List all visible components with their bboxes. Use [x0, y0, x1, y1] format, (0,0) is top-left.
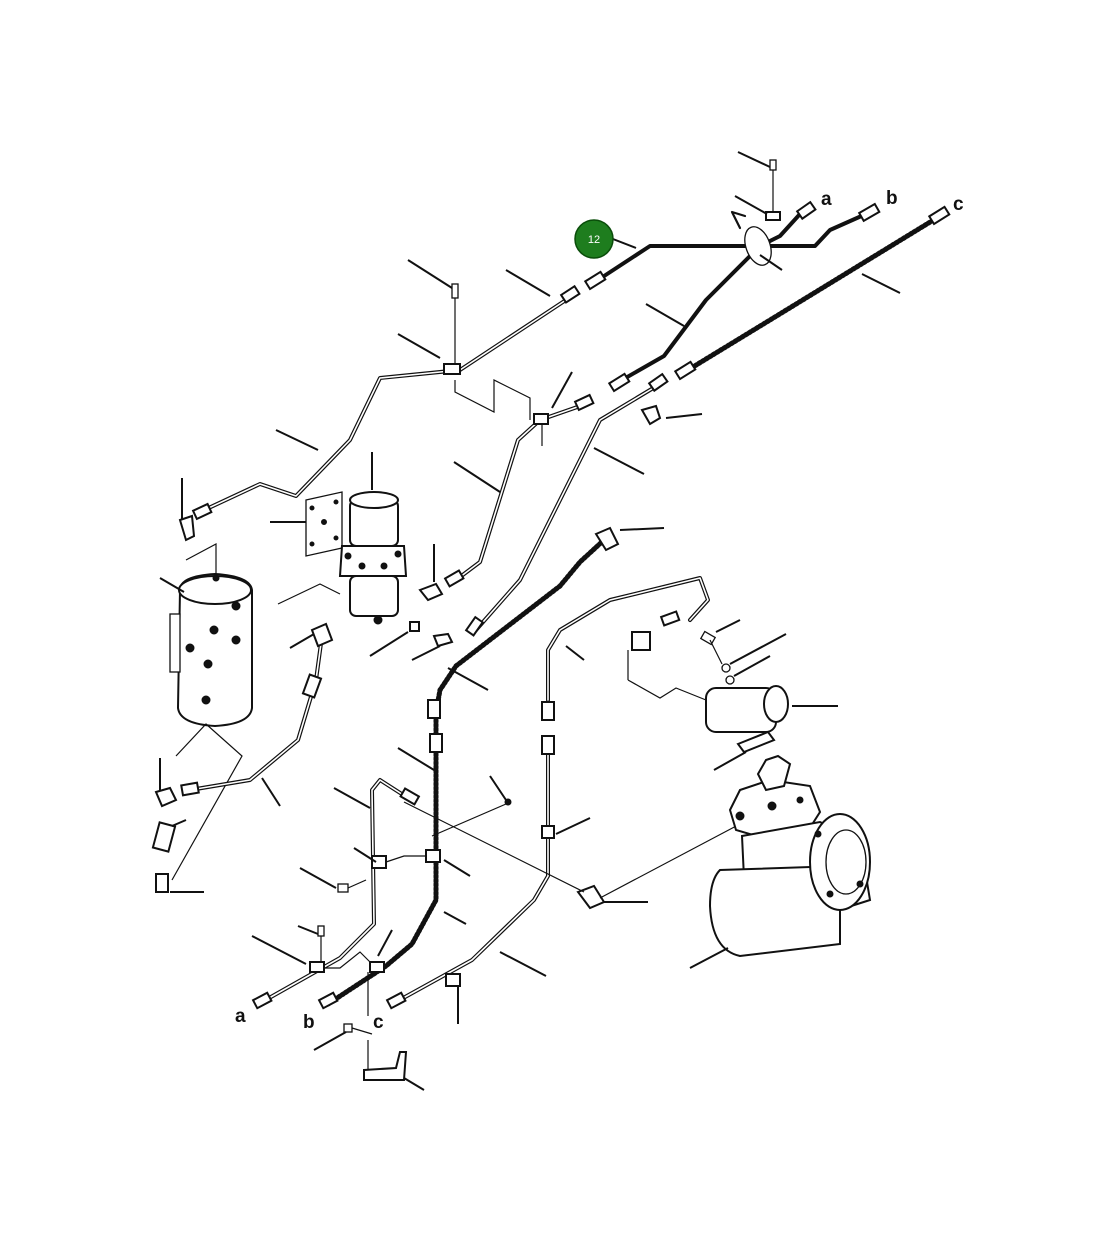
- connection-labels: a b c a b c: [235, 188, 964, 1033]
- callout-12[interactable]: 12: [574, 219, 614, 259]
- upper-left-tube: [191, 259, 581, 521]
- label-bottom-b: b: [303, 1012, 315, 1033]
- lower-tube-bundle: [251, 717, 591, 1091]
- tank-drain-tubes: [151, 622, 334, 893]
- label-bottom-a: a: [235, 1006, 246, 1027]
- air-dryer-assembly: [270, 452, 454, 661]
- compressor-tubes: [403, 526, 787, 910]
- label-top-b: b: [886, 188, 898, 209]
- middle-tubes: [443, 371, 703, 637]
- callout-number: 12: [588, 234, 600, 246]
- label-bottom-c: c: [373, 1012, 384, 1033]
- callout-badge[interactable]: [574, 219, 614, 259]
- label-top-c: c: [953, 194, 964, 215]
- air-tank: [159, 478, 341, 881]
- upper-tube-bundle: [583, 151, 951, 393]
- label-top-a: a: [821, 189, 832, 210]
- air-compressor: [689, 685, 872, 969]
